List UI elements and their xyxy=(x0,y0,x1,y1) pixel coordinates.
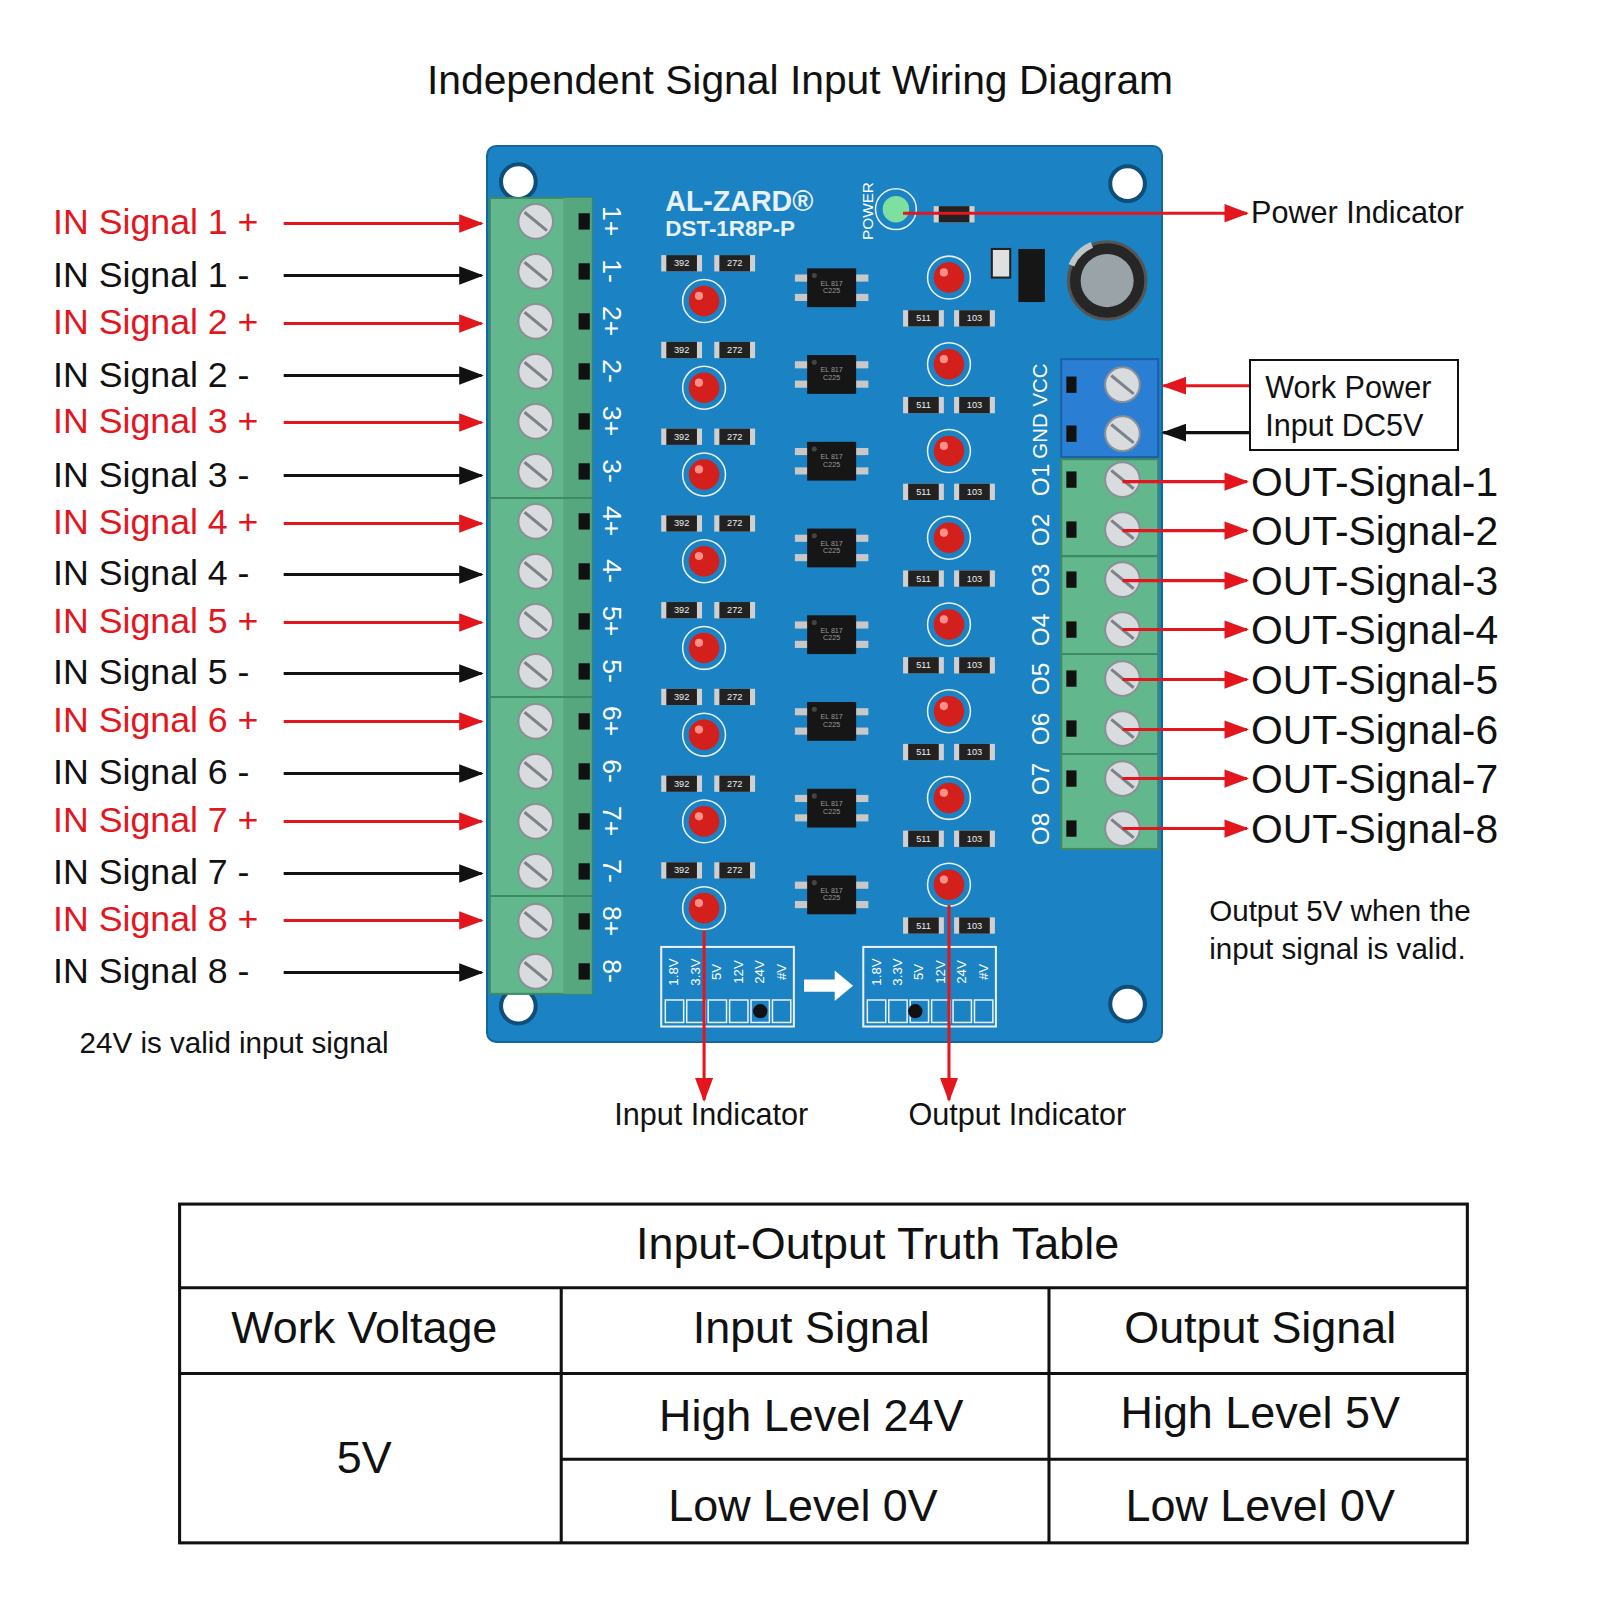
terminal-screw xyxy=(1105,416,1140,451)
mounting-hole xyxy=(501,989,536,1024)
terminal-joint xyxy=(490,497,592,499)
channel-circuit xyxy=(661,429,995,500)
signal-label: IN Signal 2 + xyxy=(53,303,258,344)
indicator-label: Output Indicator xyxy=(908,1098,1126,1133)
signal-label: IN Signal 1 + xyxy=(53,203,258,244)
terminal-openings xyxy=(579,213,590,979)
input-screws xyxy=(518,204,553,989)
channel-circuit xyxy=(661,776,995,847)
signal-label: IN Signal 3 - xyxy=(53,455,249,496)
signal-label: IN Signal 6 + xyxy=(53,701,258,742)
power-led xyxy=(883,196,910,223)
channel-circuit xyxy=(661,515,995,586)
connector-arrow xyxy=(1163,431,1249,434)
signal-label: IN Signal 1 - xyxy=(53,255,249,296)
input-terminal-block xyxy=(490,198,592,994)
terminal-joint xyxy=(1061,753,1158,755)
signal-label: IN Signal 4 + xyxy=(53,503,258,544)
table-title: Input-Output Truth Table xyxy=(636,1218,1119,1270)
resistor-symbol xyxy=(934,206,975,222)
terminal-opening xyxy=(1066,377,1076,393)
terminal-joint xyxy=(490,895,592,897)
node-text: AL-ZARD® xyxy=(665,184,813,219)
indicator-label: Input Indicator xyxy=(614,1098,808,1133)
terminal-screw xyxy=(1105,367,1140,402)
channel-circuit xyxy=(661,255,995,326)
output-terminal-block xyxy=(1061,459,1158,849)
connector-arrow xyxy=(1163,384,1249,387)
note-text: 24V is valid input signal xyxy=(80,1026,389,1060)
diagram-title: Independent Signal Input Wiring Diagram xyxy=(427,56,1173,103)
truth-table-grid xyxy=(180,1204,1468,1543)
direction-arrow xyxy=(804,970,853,1001)
signal-label: IN Signal 3 + xyxy=(53,402,258,443)
power-input-box: Work Power Input DC5V xyxy=(1249,359,1459,451)
signal-label: OUT-Signal-2 xyxy=(1251,507,1498,554)
circuit-board: AL-ZARD®DST-1R8P-P xyxy=(486,145,1164,1043)
table-cell: Low Level 0V xyxy=(1125,1480,1394,1532)
channel-circuit xyxy=(661,602,995,673)
output-screws xyxy=(1105,462,1140,846)
signal-label: OUT-Signal-8 xyxy=(1251,805,1498,852)
channel-circuit xyxy=(661,862,995,933)
table-cell: High Level 5V xyxy=(1121,1387,1400,1439)
mounting-hole xyxy=(1110,166,1145,201)
indicator-label: Power Indicator xyxy=(1251,196,1464,231)
jumper-dot xyxy=(908,1004,922,1018)
capacitor-top xyxy=(1081,254,1134,307)
signal-label: IN Signal 7 - xyxy=(53,853,249,894)
terminal-strip xyxy=(563,198,592,994)
signal-label: OUT-Signal-5 xyxy=(1251,656,1498,703)
signal-label: IN Signal 6 - xyxy=(53,753,249,794)
mounting-hole xyxy=(501,164,536,199)
output-leaders xyxy=(704,213,1247,1100)
channel-circuit xyxy=(661,342,995,413)
channel-circuit xyxy=(661,689,995,760)
signal-label: IN Signal 8 + xyxy=(53,900,258,941)
jumper-block xyxy=(863,947,996,1027)
node-text: Work Power Input DC5V xyxy=(1265,369,1455,444)
signal-label: OUT-Signal-6 xyxy=(1251,706,1498,753)
terminal-openings xyxy=(1066,471,1076,836)
table-cell: 5V xyxy=(337,1432,392,1484)
terminal-joint xyxy=(490,696,592,698)
table-header: Output Signal xyxy=(1124,1302,1396,1354)
power-terminal-block xyxy=(1061,359,1158,457)
signal-label: IN Signal 8 - xyxy=(53,952,249,993)
terminal-joint xyxy=(1061,555,1158,557)
led-outline xyxy=(876,189,917,230)
jumper-dot xyxy=(753,1004,767,1018)
jumper-block xyxy=(661,947,794,1027)
table-cell: Low Level 0V xyxy=(668,1480,937,1532)
signal-label: IN Signal 5 + xyxy=(53,602,258,643)
terminal-opening xyxy=(1066,426,1076,442)
note-text: Output 5V when the input signal is valid… xyxy=(1209,892,1515,968)
input-leaders xyxy=(284,223,482,972)
signal-label: IN Signal 2 - xyxy=(53,355,249,396)
table-header: Input Signal xyxy=(693,1302,930,1354)
signal-label: IN Signal 5 - xyxy=(53,653,249,694)
smd-part xyxy=(992,249,1010,278)
node-text: DST-1R8P-P xyxy=(665,215,795,242)
regulator-chip xyxy=(1018,249,1045,302)
table-header: Work Voltage xyxy=(231,1302,497,1354)
signal-label: OUT-Signal-4 xyxy=(1251,606,1498,653)
capacitor-stripe xyxy=(1071,245,1091,265)
signal-label: IN Signal 4 - xyxy=(53,554,249,595)
table-cell: High Level 24V xyxy=(659,1391,963,1443)
capacitor xyxy=(1068,242,1146,320)
signal-label: OUT-Signal-7 xyxy=(1251,755,1498,802)
signal-label: IN Signal 7 + xyxy=(53,801,258,842)
signal-label: OUT-Signal-3 xyxy=(1251,557,1498,604)
terminal-joint xyxy=(1061,653,1158,655)
signal-label: OUT-Signal-1 xyxy=(1251,458,1498,505)
mounting-hole xyxy=(1110,987,1145,1022)
